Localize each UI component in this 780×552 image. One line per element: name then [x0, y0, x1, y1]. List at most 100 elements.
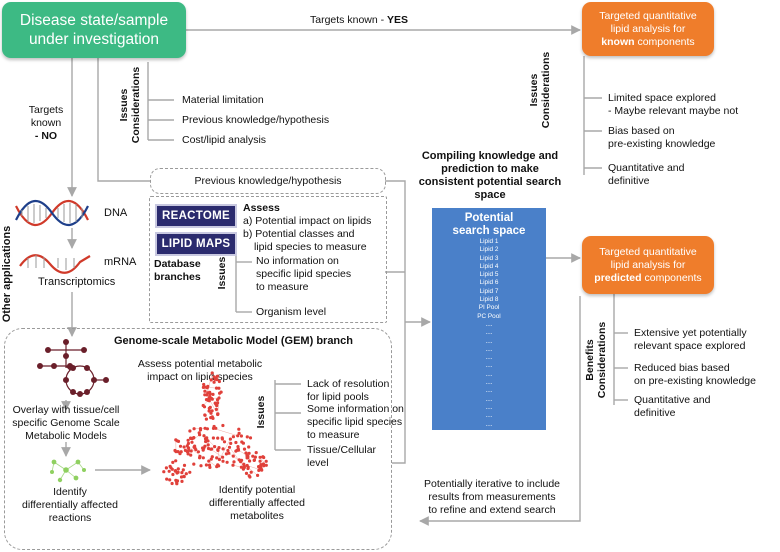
mrna-icon: [19, 254, 91, 274]
benefit-1-l2: on pre-existing knowledge: [634, 375, 756, 387]
targets-yes-bold: YES: [387, 14, 409, 26]
start-line2: under investigation: [28, 31, 160, 48]
metabolite-node: [221, 455, 225, 459]
metabolite-node: [231, 463, 235, 467]
metabolite-node: [219, 390, 223, 394]
metabolite-node: [210, 371, 214, 375]
metabolite-node: [204, 439, 208, 444]
metabolite-node: [209, 457, 213, 461]
metabolite-node: [209, 411, 213, 415]
database-branches-label: Database branches: [154, 258, 201, 284]
metabolite-node: [221, 447, 225, 451]
metabolite-node: [236, 445, 240, 449]
metabolite-node: [216, 412, 220, 416]
lipid-item: ....: [485, 428, 493, 436]
metabolite-node: [262, 455, 266, 460]
gem-identify-m1: Identify potential: [218, 484, 296, 496]
network-node: [103, 377, 109, 383]
known-issue-1-l2: pre-existing knowledge: [608, 138, 716, 150]
gem-assess2: impact on lipid species: [147, 371, 253, 383]
lipid-item: ....: [485, 370, 493, 378]
metabolite-node: [212, 380, 216, 384]
network-node: [84, 389, 90, 395]
metabolite-node: [198, 433, 202, 437]
metabolite-node: [242, 447, 247, 451]
metabolite-node: [240, 440, 244, 444]
metabolite-node: [222, 440, 227, 444]
metabolite-node: [227, 445, 232, 449]
metabolite-node: [179, 450, 183, 454]
gem-branch-frame: [4, 328, 392, 550]
metabolite-node: [202, 446, 206, 450]
network-node: [37, 363, 43, 369]
gem-title: Genome-scale Metabolic Model (GEM) branc…: [114, 335, 353, 347]
metabolite-node: [244, 451, 248, 455]
metabolite-node: [168, 478, 172, 482]
compiling-text: Compiling knowledge and prediction to ma…: [402, 150, 578, 202]
top-issue-item: Cost/lipid analysis: [182, 134, 267, 146]
metabolite-node: [206, 384, 210, 388]
known-issue-item: Limited space explored - Maybe relevant …: [608, 92, 738, 118]
metabolite-node: [171, 460, 175, 464]
metabolite-node: [181, 468, 185, 472]
db-issue-2: Organism level: [256, 306, 327, 318]
dna-icon: [15, 200, 89, 226]
iterative-note: Potentially iterative to include results…: [406, 478, 578, 517]
metabolite-node: [186, 438, 190, 442]
benefits-label: Benefits Considerations: [584, 310, 608, 410]
metabolite-node: [173, 469, 178, 473]
metabolite-node: [168, 464, 172, 468]
lipid-item: ....: [485, 395, 493, 403]
gem-identify-m2: differentially affected: [209, 497, 305, 509]
metabolite-node: [174, 478, 178, 482]
metabolite-node: [207, 396, 211, 400]
lipid-item: Lipid 4: [479, 262, 499, 270]
mrna-label: mRNA: [104, 256, 137, 268]
metabolite-node: [241, 467, 245, 471]
metabolite-node: [210, 415, 214, 419]
metabolite-node: [215, 398, 220, 402]
metabolite-node: [234, 440, 238, 445]
known-box-suffix: components: [634, 35, 695, 48]
metabolite-node: [221, 423, 225, 428]
metabolite-node: [214, 386, 219, 390]
metabolite-node: [198, 427, 203, 431]
metabolite-node: [206, 443, 210, 447]
metabolite-node: [192, 445, 196, 449]
network-node: [81, 347, 87, 353]
lipid-item: ....: [485, 437, 493, 445]
metabolite-node: [213, 401, 217, 405]
gem-issue2-l2: specific lipid species: [307, 416, 403, 428]
prev-knowledge-text: Previous knowledge/hypothesis: [194, 175, 342, 187]
lipid-item: Lipid 2: [479, 246, 499, 254]
metabolite-node: [210, 409, 214, 413]
lipidmaps-logo: LIPID MAPS: [155, 232, 237, 256]
compiling-l1: Compiling knowledge and: [421, 150, 559, 162]
metabolite-node: [188, 470, 192, 474]
iterative-l3: to refine and extend search: [428, 504, 556, 516]
metabolite-node: [232, 460, 236, 464]
db-branches1: Database: [154, 258, 201, 270]
known-issues-label2: Considerations: [540, 51, 552, 129]
gem-issue3-l2: level: [307, 457, 329, 469]
metabolite-node: [170, 481, 174, 486]
search-space-title2: search space: [452, 225, 526, 237]
targets-no-line2: known: [30, 117, 62, 129]
metabolite-node: [215, 456, 219, 460]
metabolite-node: [202, 434, 206, 438]
metabolite-node: [245, 456, 249, 460]
metabolite-node: [183, 448, 187, 452]
known-issue-0-l2: - Maybe relevant maybe not: [608, 105, 739, 117]
metabolite-node: [201, 385, 205, 389]
lipid-item: PC Pool: [477, 312, 501, 320]
dna-label: DNA: [104, 207, 128, 219]
metabolite-node: [189, 449, 193, 453]
targets-no-bold: - NO: [34, 130, 58, 142]
targets-no-label: Targets known - NO: [18, 104, 74, 143]
metabolite-node: [185, 444, 189, 448]
metabolite-node: [182, 463, 187, 467]
metabolite-node: [256, 473, 260, 477]
metabolite-node: [164, 466, 168, 470]
metabolite-node: [205, 436, 209, 440]
